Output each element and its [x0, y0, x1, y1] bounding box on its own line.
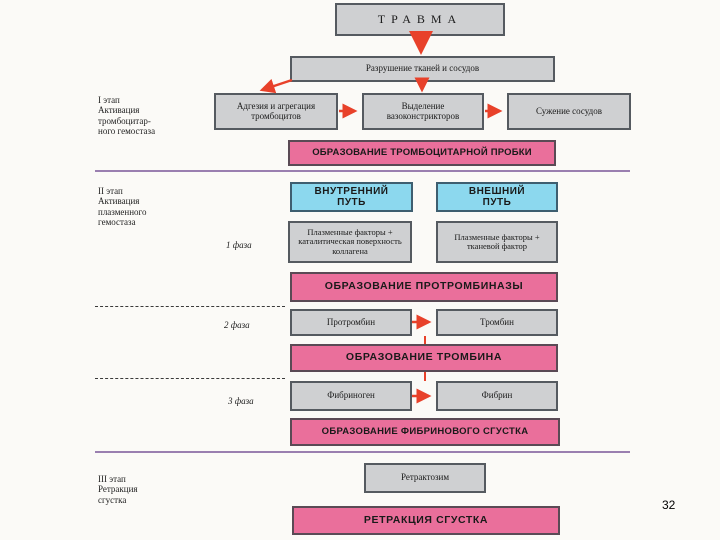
stage-divider-2: [95, 451, 630, 453]
vessel-narrowing-box: Сужение сосудов: [507, 93, 631, 130]
trauma-box: ТРАВМА: [335, 3, 505, 36]
external-factors-box: Плазменные факторы + тканевой фактор: [436, 221, 558, 263]
phase2-label: 2 фаза: [224, 320, 250, 330]
fibrinogen-box: Фибриноген: [290, 381, 412, 411]
internal-path-box: ВНУТРЕННИЙ ПУТЬ: [290, 182, 413, 212]
phase-divider-1: [95, 306, 285, 307]
retractozyme-box: Ретрактозим: [364, 463, 486, 493]
stage-divider-1: [95, 170, 630, 172]
internal-factors-box: Плазменные факторы + каталитическая пове…: [288, 221, 412, 263]
prothrombin-box: Протромбин: [290, 309, 412, 336]
fibrin-box: Фибрин: [436, 381, 558, 411]
phase-divider-2: [95, 378, 285, 379]
external-path-box: ВНЕШНИЙ ПУТЬ: [436, 182, 558, 212]
platelet-plug-box: ОБРАЗОВАНИЕ ТРОМБОЦИТАРНОЙ ПРОБКИ: [288, 140, 556, 166]
page-number: 32: [662, 498, 676, 512]
stage1-label: I этап Активация тромбоцитар- ного гемос…: [98, 95, 156, 137]
thrombin-formation-box: ОБРАЗОВАНИЕ ТРОМБИНА: [290, 344, 558, 372]
adhesion-box: Адгезия и агрегация тромбоцитов: [214, 93, 338, 130]
prothrombinase-box: ОБРАЗОВАНИЕ ПРОТРОМБИНАЗЫ: [290, 272, 558, 302]
fibrin-clot-box: ОБРАЗОВАНИЕ ФИБРИНОВОГО СГУСТКА: [290, 418, 560, 446]
stage3-label: III этап Ретракция сгустка: [98, 474, 138, 505]
clot-retraction-box: РЕТРАКЦИЯ СГУСТКА: [292, 506, 560, 535]
phase1-label: 1 фаза: [226, 240, 252, 250]
arrow-destruction-adhesion: [259, 78, 293, 94]
thrombin-box: Тромбин: [436, 309, 558, 336]
stage2-label: II этап Активация плазменного гемостаза: [98, 186, 147, 228]
phase3-label: 3 фаза: [228, 396, 254, 406]
vasoconstrictors-box: Выделение вазоконстрикторов: [362, 93, 484, 130]
